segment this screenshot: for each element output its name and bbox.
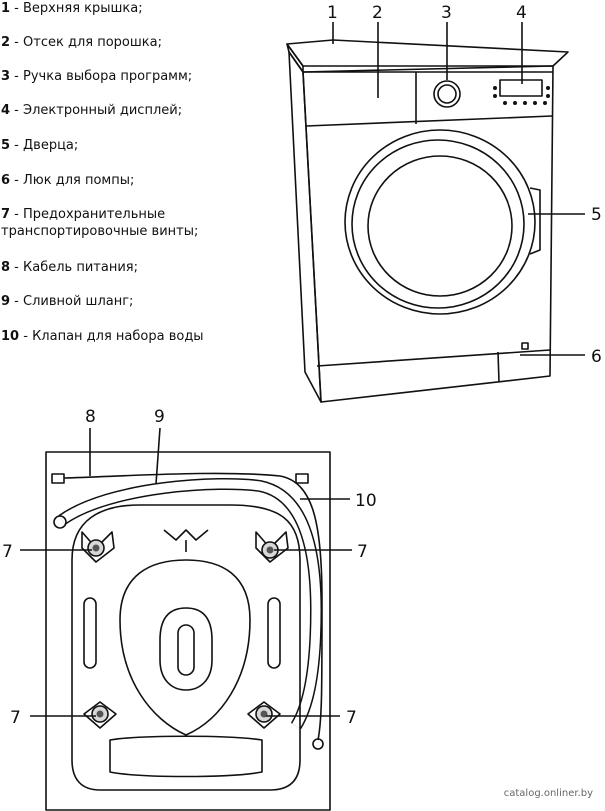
right-slot — [267, 597, 281, 669]
legend-item: 4 - Электронный дисплей; — [1, 102, 182, 119]
callout-line-9 — [155, 427, 161, 485]
callout-4: 4 — [516, 3, 527, 23]
hose-end — [53, 515, 67, 529]
legend-text: Дверца; — [23, 138, 79, 153]
legend-separator: - — [10, 1, 24, 16]
legend-item: 1 - Верхняя крышка; — [1, 0, 143, 17]
callout-7: 7 — [2, 542, 13, 562]
inner-lobe — [119, 559, 251, 736]
legend-item: 6 - Люк для помпы; — [1, 172, 134, 189]
legend-separator: - — [10, 103, 24, 118]
legend-separator: - — [10, 173, 24, 188]
center-slot — [159, 607, 213, 691]
legend-item: 5 - Дверца; — [1, 137, 78, 154]
door-glass — [367, 155, 513, 297]
back-panel — [45, 451, 331, 811]
door-outer — [344, 129, 536, 315]
legend-separator: - — [19, 329, 33, 344]
top-bracket — [163, 529, 209, 552]
program-knob — [433, 80, 461, 108]
legend-separator: - — [10, 35, 24, 50]
front-view — [286, 22, 585, 403]
legend-number: 2 — [1, 35, 11, 50]
callout-7: 7 — [10, 708, 21, 728]
legend-text: Ручка выбора программ; — [23, 69, 193, 84]
door-handle — [529, 187, 541, 255]
legend-separator: - — [10, 207, 24, 222]
control-panel-line — [305, 115, 553, 127]
watermark: catalog.onliner.by — [503, 788, 593, 799]
legend-text: Электронный дисплей; — [23, 103, 183, 118]
pump-hatch-edge — [497, 351, 500, 383]
power-cable — [63, 472, 323, 741]
legend-number: 6 — [1, 173, 11, 188]
legend-number: 10 — [1, 329, 20, 344]
callout-10: 10 — [355, 491, 377, 511]
callout-7: 7 — [346, 708, 357, 728]
door-ring — [351, 139, 525, 309]
legend-separator: - — [10, 260, 24, 275]
callout-2: 2 — [372, 3, 383, 23]
legend-text: Кабель питания; — [23, 260, 138, 275]
legend-separator: - — [10, 294, 24, 309]
legend-number: 8 — [1, 260, 11, 275]
top-lid — [286, 39, 569, 67]
bottom-handle — [109, 735, 263, 778]
legend-number: 5 — [1, 138, 11, 153]
callout-8: 8 — [85, 407, 96, 427]
transport-bolt-top-right — [255, 531, 289, 563]
legend-text: Клапан для набора воды — [32, 329, 204, 344]
legend-number: 4 — [1, 103, 11, 118]
callout-9: 9 — [154, 407, 165, 427]
callout-3: 3 — [441, 3, 452, 23]
legend-number: 3 — [1, 69, 11, 84]
legend-item: 2 - Отсек для порошка; — [1, 34, 162, 51]
legend-item: 7 - Предохранительные транспортировочные… — [1, 206, 206, 240]
pump-hatch-latch — [521, 342, 529, 350]
legend-item: 3 - Ручка выбора программ; — [1, 68, 192, 85]
legend-number: 7 — [1, 207, 11, 222]
legend-text: Люк для помпы; — [23, 173, 135, 188]
drain-hose — [59, 479, 321, 729]
callout-1: 1 — [327, 3, 338, 23]
electronic-display — [499, 79, 543, 97]
legend-separator: - — [10, 69, 24, 84]
callout-7: 7 — [357, 542, 368, 562]
transport-bolt-top-left — [81, 531, 115, 563]
legend-text: Отсек для порошка; — [23, 35, 162, 50]
legend-item: 8 - Кабель питания; — [1, 259, 138, 276]
legend-number: 1 — [1, 1, 11, 16]
legend-text: Сливной шланг; — [23, 294, 134, 309]
legend-item: 10 - Клапан для набора воды — [1, 328, 204, 345]
plinth-line — [316, 349, 551, 367]
power-plug — [312, 738, 324, 750]
transport-bolt-bottom-right — [247, 701, 281, 729]
back-view — [20, 427, 352, 811]
display-buttons — [493, 86, 550, 105]
water-valve-tab — [295, 473, 309, 484]
legend-number: 9 — [1, 294, 11, 309]
transport-bolt-bottom-left — [83, 701, 117, 729]
legend-separator: - — [10, 138, 24, 153]
power-cable-clip — [51, 473, 65, 484]
legend-text: Верхняя крышка; — [23, 1, 143, 16]
legend-item: 9 - Сливной шланг; — [1, 293, 133, 310]
center-slot-inner — [177, 624, 195, 676]
front-body — [302, 65, 554, 403]
callout-6: 6 — [591, 347, 602, 367]
legend-text: Предохранительные транспортировочные вин… — [1, 207, 199, 239]
callout-5: 5 — [591, 205, 602, 225]
left-slot — [83, 597, 97, 669]
program-knob-inner — [437, 84, 457, 104]
